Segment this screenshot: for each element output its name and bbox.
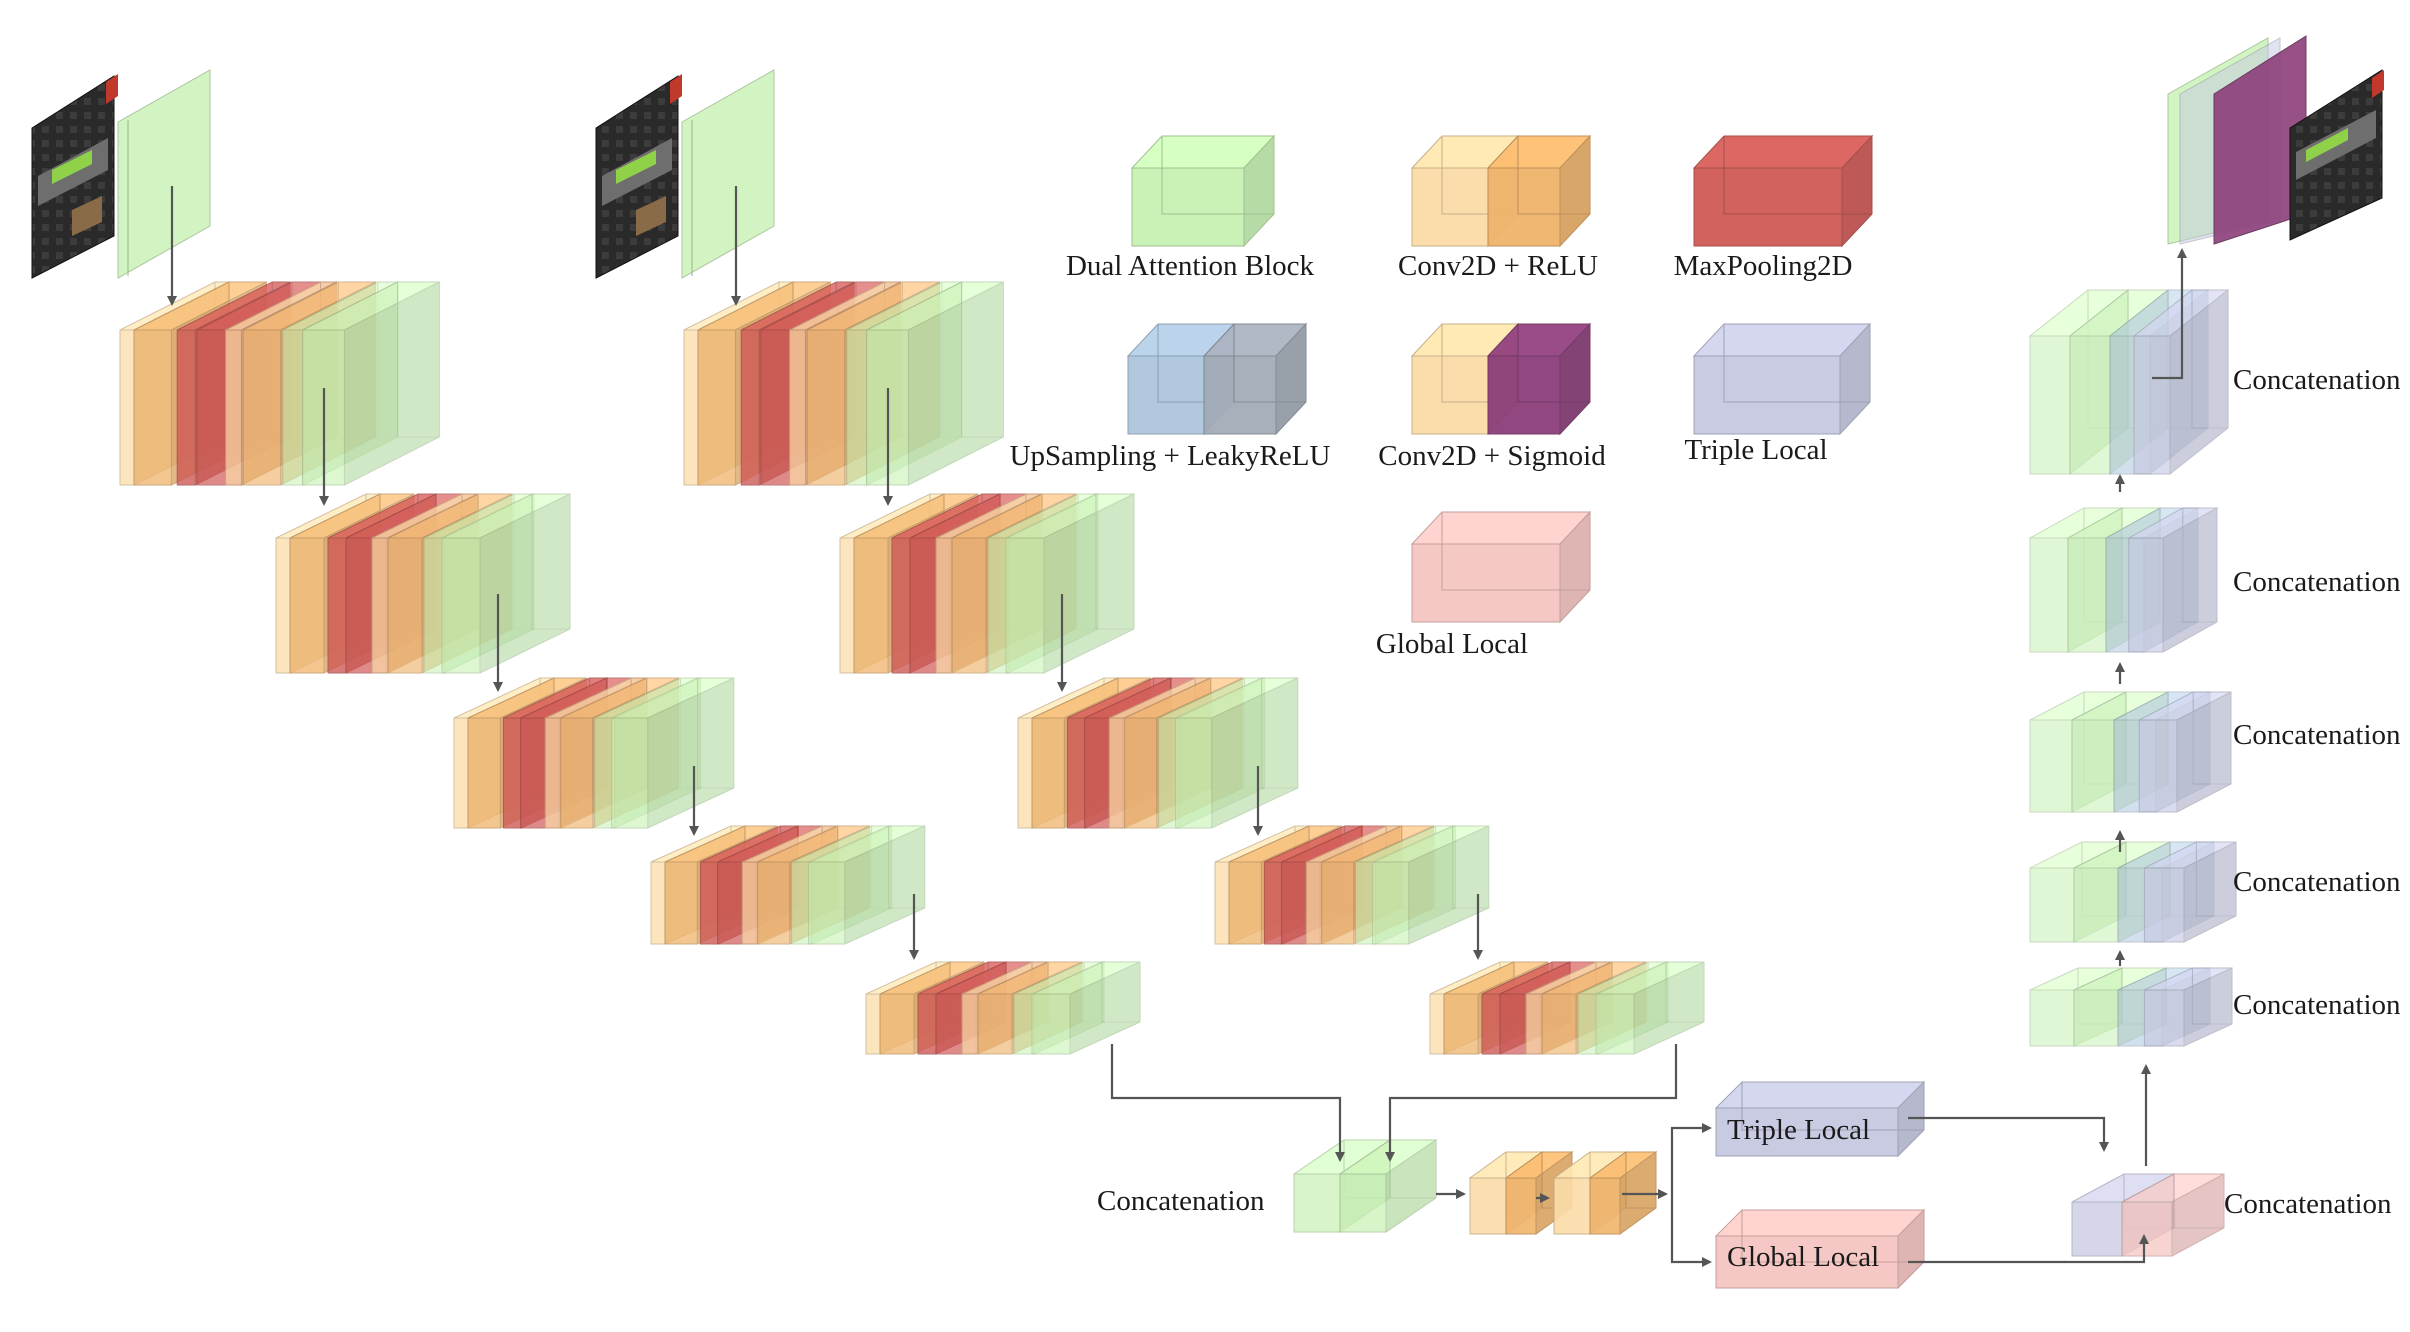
legend-swatch-upsampling-part-2 — [1202, 322, 1308, 436]
legend-swatch-triple-local-part-1 — [1692, 322, 1872, 436]
arrow-global-to-fusion — [1908, 1234, 2149, 1264]
encoder-b-stage-2-slab-8 — [1005, 493, 1135, 674]
encoder-b-stage-5-slab-8 — [1595, 961, 1705, 1055]
legend-swatch-maxpool-part-1 — [1692, 134, 1874, 248]
encoder-b-stage-4-slab-8 — [1372, 825, 1490, 945]
legend-swatch-global-local-part-1 — [1410, 510, 1592, 624]
legend-swatch-conv-relu-part-2 — [1486, 134, 1592, 248]
decoder-stage-4-up-gray — [2126, 507, 2219, 653]
triple-local-node — [1714, 1080, 1926, 1158]
arrow-decoder-to-output — [2152, 248, 2187, 380]
arrow-enc-b-to-merge — [1385, 1044, 1678, 1162]
arrow-to-global-local — [1670, 1194, 1712, 1267]
decoder-stage-2-up-gray — [2143, 841, 2237, 943]
encoder-a-stage-5-slab-8 — [1031, 961, 1141, 1055]
encoder-a-stage-2-slab-8 — [441, 493, 571, 674]
encoder-a-stage-3-slab-8 — [611, 677, 735, 829]
fusion-block-global — [2121, 1173, 2225, 1257]
arrow-enc-a-to-merge — [1110, 1044, 1345, 1162]
encoder-a-stage-4-slab-8 — [808, 825, 926, 945]
input-image-b — [595, 69, 775, 279]
input-image-a — [31, 69, 211, 279]
legend-swatch-conv-sigmoid-part-2 — [1486, 322, 1592, 436]
decoder-stage-1-up-gray — [2143, 967, 2233, 1047]
encoder-b-stage-3-slab-8 — [1175, 677, 1299, 829]
output-image — [2289, 69, 2384, 241]
arrow-to-triple-local — [1670, 1123, 1712, 1194]
global-local-node — [1714, 1208, 1926, 1290]
legend-swatch-dual-attention-part-1 — [1130, 134, 1276, 248]
merge-block-2 — [1338, 1139, 1438, 1233]
decoder-stage-3-up-gray — [2138, 691, 2232, 813]
decoder-stage-5-up-gray — [2132, 288, 2230, 476]
output-panels — [2167, 35, 2384, 245]
arrow-triple-to-fusion — [1908, 1116, 2109, 1152]
